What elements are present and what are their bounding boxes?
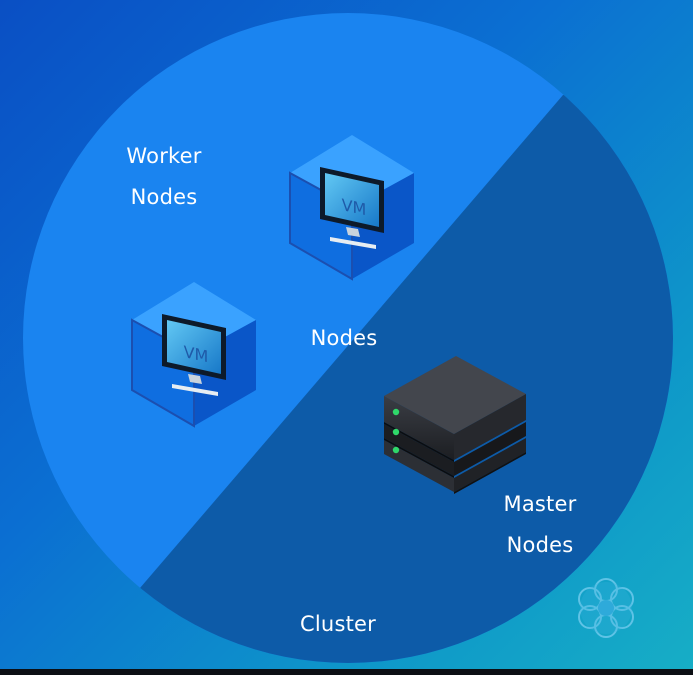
led [392, 408, 400, 416]
server-rack-icon [384, 356, 526, 494]
vm-cube-icon: VM [289, 135, 414, 281]
bottom-bar [0, 669, 693, 675]
nodes-label: Nodes [310, 326, 378, 350]
led [392, 428, 400, 436]
flower-logo-icon [578, 578, 634, 638]
vm-cube-icon: VM [131, 282, 256, 428]
cluster-label: Cluster [300, 612, 376, 636]
worker-nodes-label: Worker Nodes [126, 144, 202, 209]
led [392, 446, 400, 454]
master-nodes-label: Master Nodes [503, 492, 577, 557]
